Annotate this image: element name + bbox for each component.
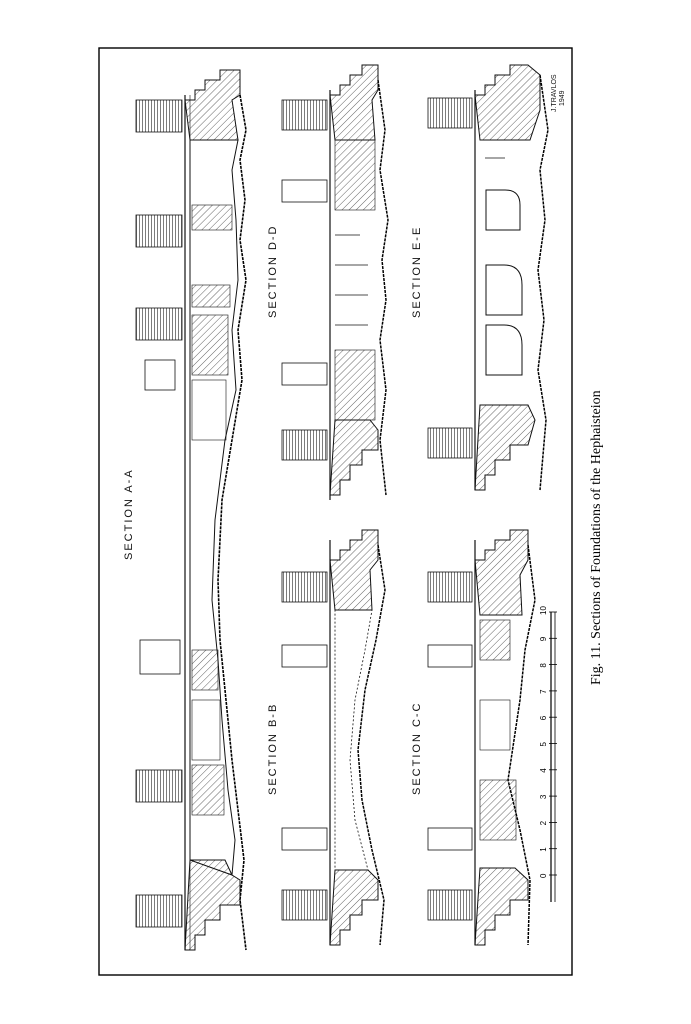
section-b-b-drawing (281, 529, 386, 946)
scale-tick-label: 1 (539, 847, 548, 852)
section-e-e-label: SECTION E-E (411, 226, 423, 318)
scale-tick-label: 5 (539, 742, 548, 747)
signature-year: 1949 (559, 90, 566, 106)
scale-tick-label: 6 (539, 715, 548, 720)
scale-tick-label: 0 (539, 873, 548, 878)
section-c-c-drawing (427, 529, 536, 946)
scale-tick-label: 8 (539, 663, 548, 668)
scale-tick-label: 10 (539, 606, 548, 615)
section-d-d-label: SECTION D-D (267, 225, 279, 319)
scale-bar: 0 1 2 3 4 5 6 7 8 9 10 (539, 606, 557, 902)
section-d-d-drawing (281, 64, 389, 500)
scale-tick-label: 3 (539, 794, 548, 799)
section-a-a-drawing (135, 69, 247, 951)
scale-tick-label: 2 (539, 820, 548, 825)
section-c-c-label: SECTION C-C (411, 702, 423, 796)
scale-tick-label: 4 (539, 768, 548, 773)
scale-tick-label: 9 (539, 636, 548, 641)
section-e-e-drawing (427, 64, 549, 491)
signature-name: J.TRAVLOS (551, 74, 558, 112)
section-b-b-label: SECTION B-B (267, 703, 279, 795)
plate-frame (98, 47, 573, 976)
scale-tick-label: 7 (539, 689, 548, 694)
section-a-a-label: SECTION A-A (123, 468, 135, 560)
figure-caption: Fig. 11. Sections of Foundations of the … (589, 390, 604, 685)
